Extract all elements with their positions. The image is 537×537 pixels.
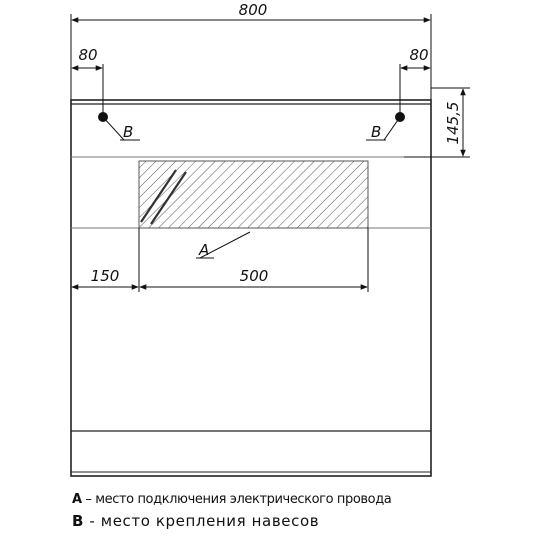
dim-right-80-label: 80 (409, 46, 428, 64)
legend-a-letter: A (72, 492, 82, 507)
dim-overall-width (70, 14, 432, 100)
mount-right-leader (383, 116, 401, 141)
legend-a: A – место подключения электрического про… (72, 492, 392, 507)
mount-left-label: B (123, 123, 133, 141)
connection-zone-hatch (138, 160, 369, 229)
dim-145-label: 145,5 (444, 102, 462, 145)
cabinet-outline (70, 99, 432, 477)
legend-b: B - место крепления навесов (72, 512, 319, 530)
cabinet-body (70, 99, 432, 477)
dim-150-label: 150 (91, 267, 120, 285)
dim-500-label: 500 (240, 267, 269, 285)
dim-mount-height (404, 87, 470, 158)
legend-a-text: – место подключения электрического прово… (81, 492, 392, 507)
legend-b-text: - место крепления навесов (84, 512, 320, 530)
zone-a-leader (199, 231, 251, 259)
mount-right-label: B (371, 123, 381, 141)
dim-left-80-label: 80 (78, 46, 97, 64)
connection-zone-accent (140, 169, 187, 225)
mount-left-leader (102, 116, 125, 141)
zone-a-label: A (198, 241, 209, 259)
dim-zone-offsets (71, 228, 369, 292)
dim-left-mount (71, 64, 104, 118)
legend-b-letter: B (72, 512, 85, 530)
dim-800-label: 800 (239, 1, 268, 19)
dim-right-mount (399, 64, 431, 118)
